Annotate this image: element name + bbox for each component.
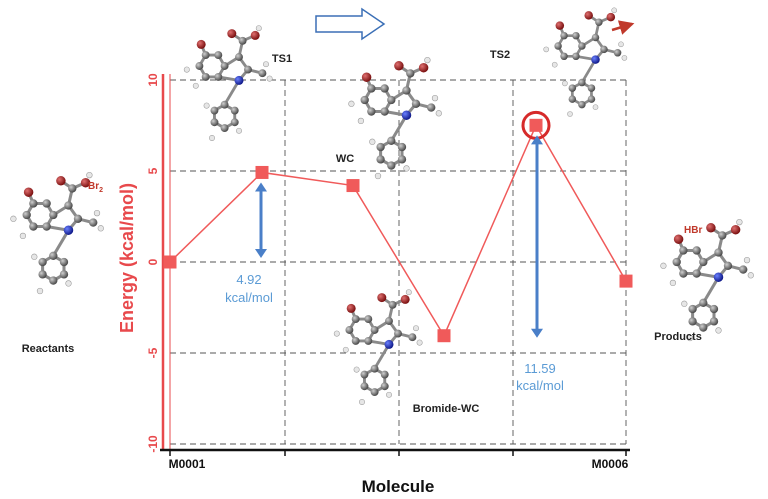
series-layer: [163, 110, 633, 343]
data-point: [437, 329, 451, 343]
x-axis-title: Molecule: [362, 477, 435, 496]
x-tick-label: M0006: [592, 457, 629, 471]
label-hbr: HBr: [684, 225, 702, 236]
barrier-arrow-head: [255, 249, 267, 258]
y-tick-label: -5: [146, 347, 160, 358]
molecule-wc: [348, 56, 442, 180]
direction-arrow-icon: [315, 7, 386, 41]
label-reactants: Reactants: [22, 343, 75, 355]
y-tick-label: 10: [146, 73, 160, 87]
molecule-reactants: [10, 171, 104, 295]
label-wc: WC: [336, 153, 354, 165]
grid: [170, 79, 627, 445]
label-br2: Br2: [88, 181, 103, 194]
barrier-arrow-head: [255, 182, 267, 192]
label-bromide-wc: Bromide-WC: [413, 403, 480, 415]
molecule-illustrations: [10, 7, 754, 405]
label-ts1: TS1: [272, 53, 292, 65]
data-point: [163, 255, 177, 269]
x-tick-label: M0001: [169, 457, 206, 471]
y-tick-label: 5: [146, 167, 160, 174]
data-point: [529, 118, 543, 132]
label-ts2: TS2: [490, 49, 510, 61]
molecule-ts1: [183, 25, 273, 141]
y-axis-title: Energy (kcal/mol): [117, 183, 137, 333]
barrier-value-label: 11.59: [524, 361, 556, 376]
barrier-value-label: kcal/mol: [516, 378, 564, 393]
y-tick-label: -10: [146, 435, 160, 453]
motion-arrow-icon: [611, 20, 635, 35]
barrier-arrow-head: [531, 328, 543, 338]
molecule-products: [660, 218, 754, 342]
barrier-value-label: kcal/mol: [225, 290, 273, 305]
y-tick-label: 0: [146, 258, 160, 265]
data-point: [255, 165, 269, 179]
molecule-bromide-wc: [333, 289, 423, 405]
molecule-ts2: [543, 7, 628, 117]
data-point: [619, 274, 633, 288]
series-line: [169, 123, 627, 338]
data-point: [346, 179, 360, 193]
barrier-layer: 4.92 kcal/mol 11.59 kcal/mol: [225, 135, 564, 393]
barrier-value-label: 4.92: [236, 272, 261, 287]
label-products: Products: [654, 331, 702, 343]
barrier-arrow-head: [531, 135, 543, 145]
